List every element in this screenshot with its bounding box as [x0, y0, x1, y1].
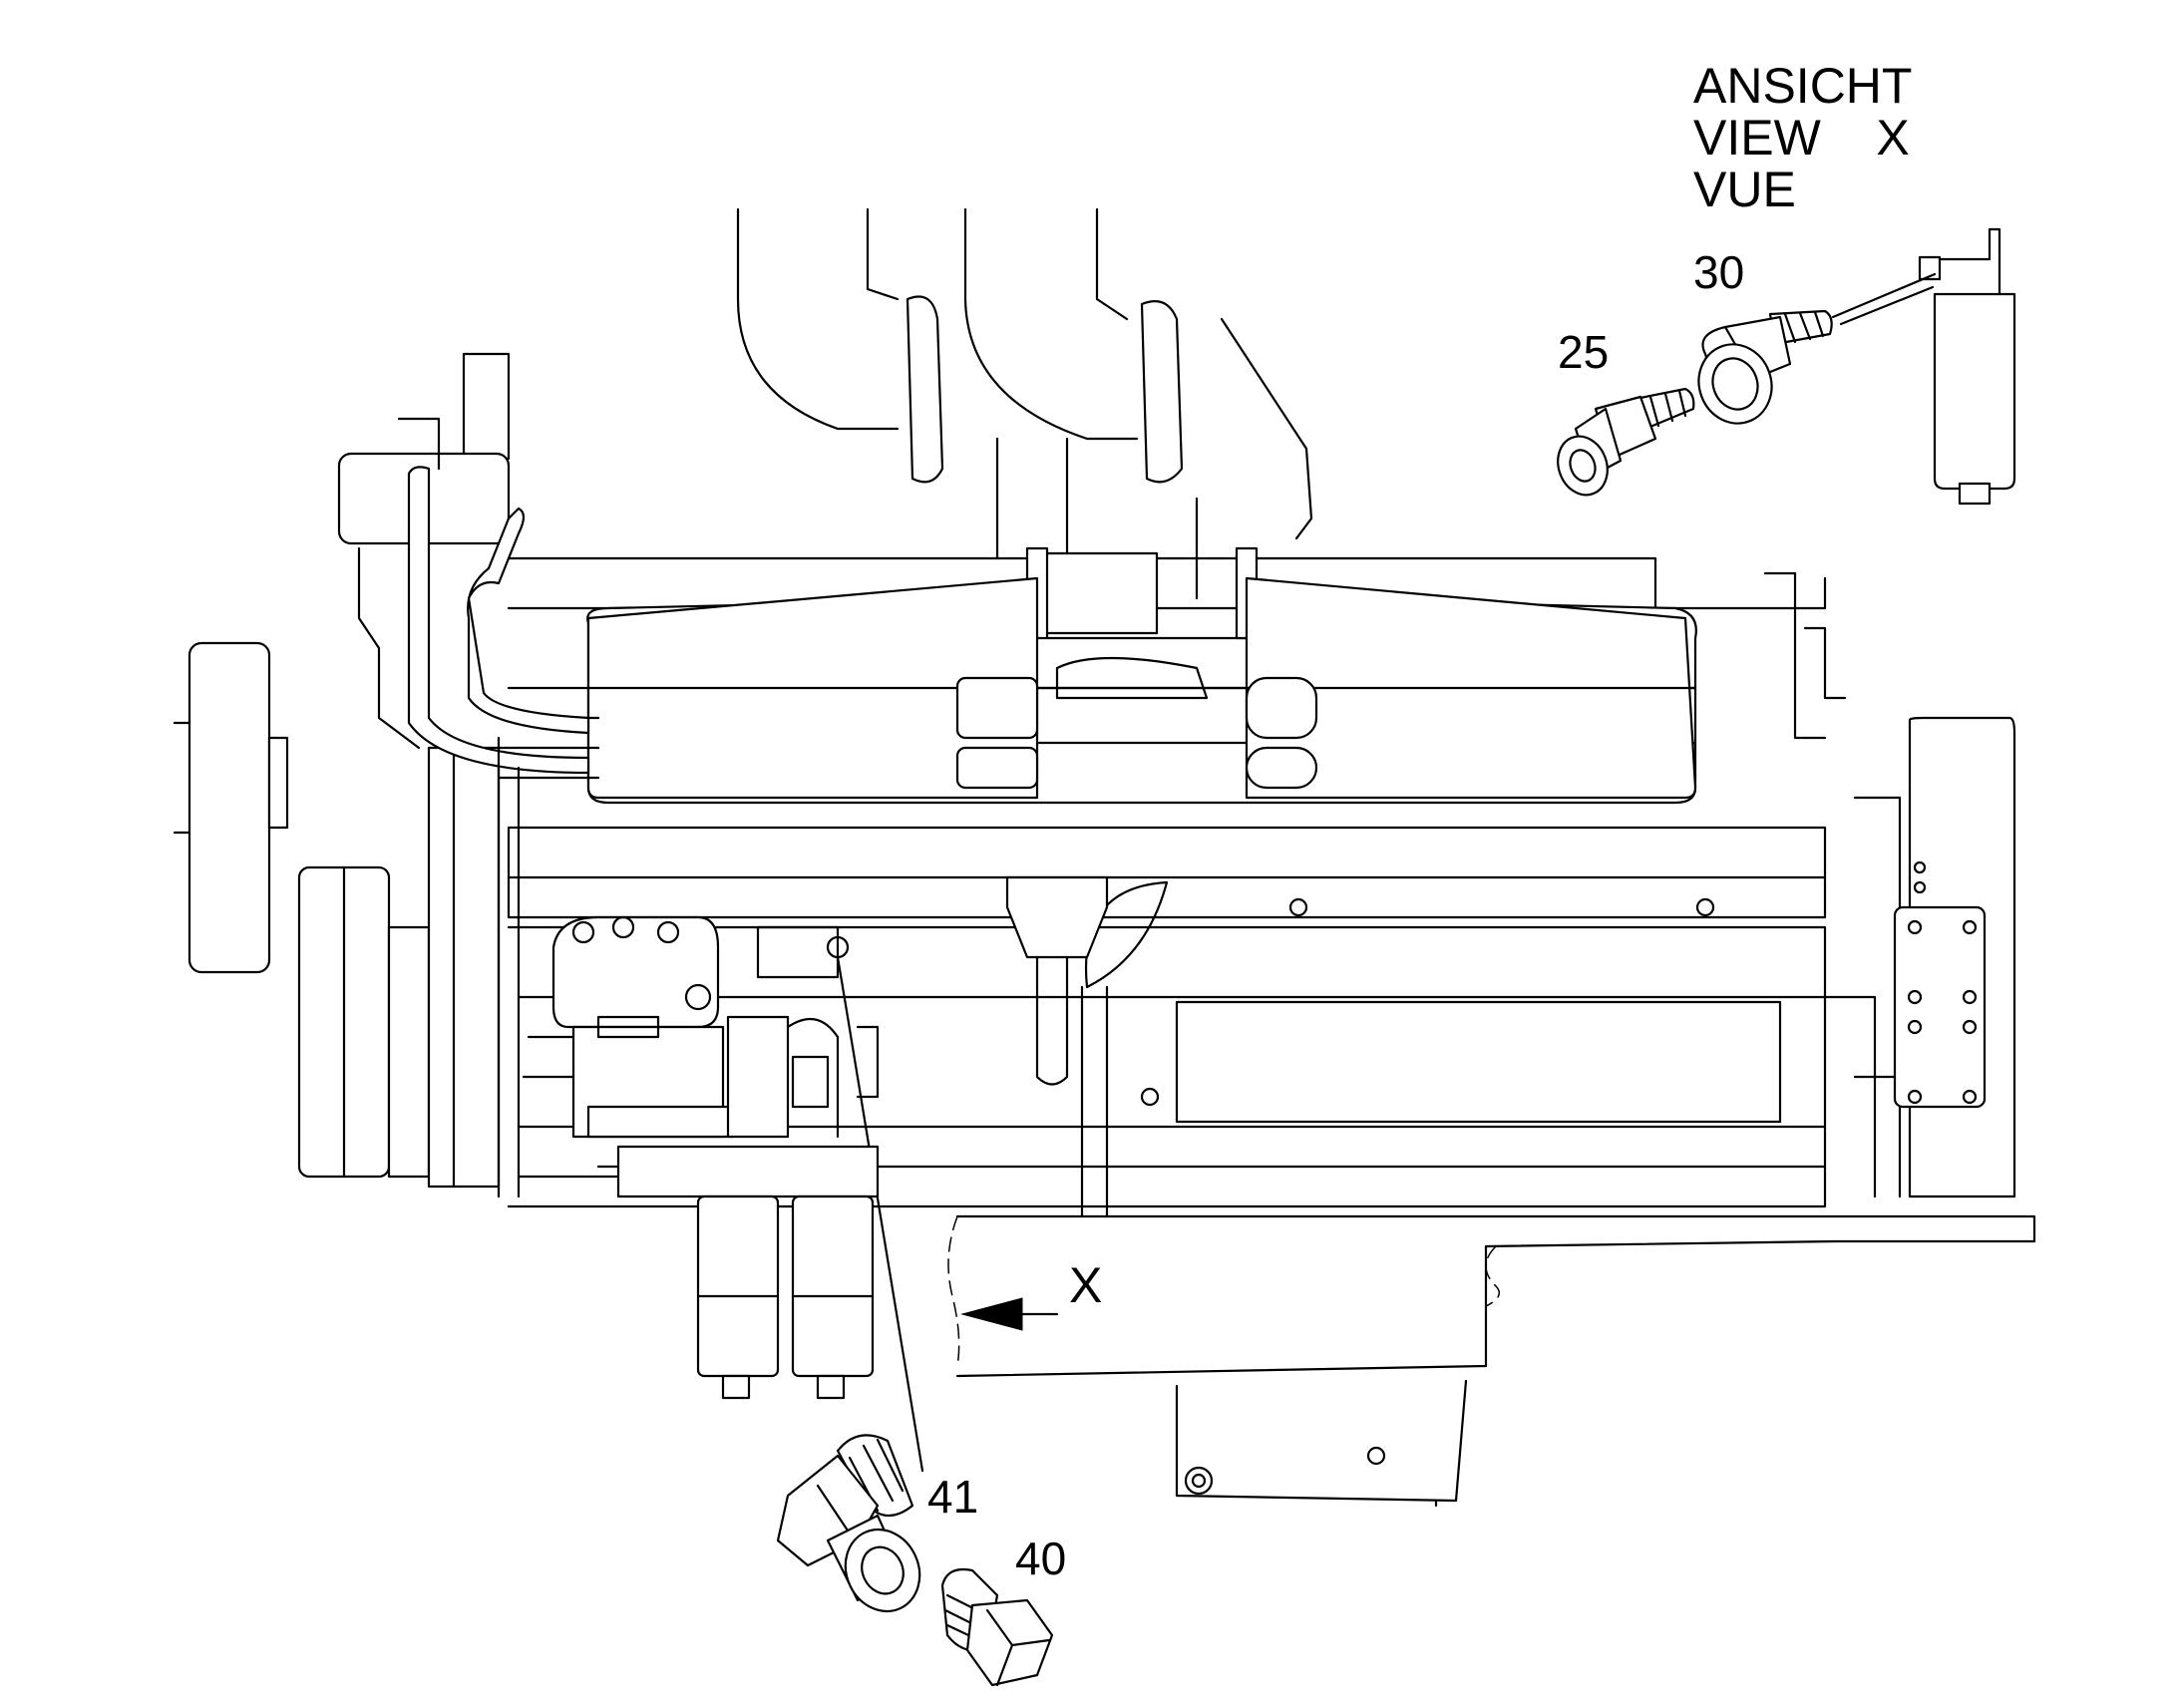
air-compressor	[517, 915, 924, 1473]
callout-25: 25	[1558, 326, 1610, 378]
callout-40: 40	[1015, 1533, 1067, 1584]
view-direction-arrow	[960, 1297, 1059, 1331]
view-title-line-en: VIEW X	[1693, 110, 1910, 166]
exhaust-manifold	[736, 207, 1313, 630]
callout-30: 30	[1693, 246, 1745, 298]
view-title-line-fr: VUE	[1693, 162, 1796, 217]
view-title-line-de: ANSICHT	[1693, 58, 1913, 114]
part-25-fitting	[1557, 387, 1695, 497]
flywheel-housing	[1763, 571, 2016, 1198]
part-40-plug	[940, 1567, 1054, 1687]
aftercooler	[497, 576, 1697, 800]
part-41-elbow	[776, 1434, 921, 1613]
part-30-fitting	[1697, 309, 1833, 425]
oil-pan	[947, 1214, 2036, 1508]
turbo-piping	[337, 352, 590, 1198]
callout-41: 41	[927, 1471, 979, 1523]
view-x-title: ANSICHT VIEW X VUE	[1693, 60, 1912, 215]
front-pulleys	[173, 641, 501, 1189]
view-x-sender	[1831, 227, 2016, 506]
direction-marker-x: X	[1069, 1257, 1103, 1313]
fuel-filters	[696, 1195, 875, 1400]
